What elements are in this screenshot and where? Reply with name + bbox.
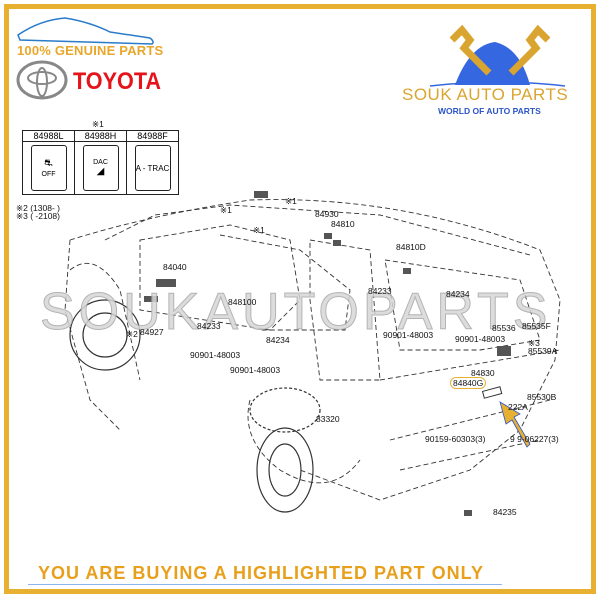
part-label: 85539A [528, 346, 558, 356]
switch-label: A - TRAC [135, 163, 170, 173]
switch-label: DAC [93, 159, 108, 166]
switch-off: ⛐ OFF [30, 145, 67, 191]
part-label: 84233 [368, 286, 392, 296]
part-label: 848100 [228, 297, 257, 307]
note: ※2 (1308- ) [16, 203, 60, 213]
switch-table: 84988L 84988H 84988F ⛐ OFF DAC◢ A - TRAC [22, 130, 179, 195]
switch-atrac: A - TRAC [134, 145, 171, 191]
roof-mark: ※1 [285, 196, 297, 206]
footer-underline [28, 584, 502, 585]
genuine-parts-text: 100% GENUINE PARTS [17, 43, 164, 58]
switch-label: OFF [41, 171, 56, 178]
switch-dac: DAC◢ [82, 145, 119, 191]
toyota-emblem-icon [16, 60, 68, 100]
part-label: 90901-48003 [190, 350, 241, 360]
part-label: 83320 [316, 414, 340, 424]
part-number: 84988H [74, 130, 127, 142]
roof-mark: ※1 [220, 205, 232, 215]
part-label: 85530B [527, 392, 557, 402]
brand-name: TOYOTA [73, 68, 162, 95]
part-label: 85536 [492, 323, 516, 333]
part-label: 84830 [471, 368, 495, 378]
footer-notice: YOU ARE BUYING A HIGHLIGHTED PART ONLY [38, 563, 485, 583]
part-label: 90901-48003 [230, 365, 281, 375]
part-label: 85535F [522, 321, 551, 331]
highlight-arrow-icon [499, 401, 531, 448]
souk-logo-icon [429, 24, 566, 87]
part-label: 84930 [315, 209, 339, 219]
store-name: SOUK AUTO PARTS [402, 85, 569, 104]
note: ※3 ( -2108) [16, 211, 60, 221]
part-label: 84927 [140, 327, 164, 337]
part-number: 84988L [22, 130, 75, 142]
car-logo-icon [17, 17, 154, 45]
store-tagline: WORLD OF AUTO PARTS [438, 106, 541, 116]
gold-frame [4, 4, 596, 594]
roof-mark: ※1 [253, 225, 265, 235]
descent-icon: ◢ [96, 166, 105, 177]
table-mark: ※1 [92, 119, 104, 129]
part-label: 9 9-06227(3) [510, 434, 559, 444]
highlighted-part-label: 84840G [450, 377, 487, 389]
part-label: 84040 [163, 262, 187, 272]
part-label: 90901-48003 [455, 334, 506, 344]
part-label: 90159-60303(3) [425, 434, 486, 444]
part-number: 84988F [126, 130, 179, 142]
part-label: 84234 [266, 335, 290, 345]
part-label: 84235 [493, 507, 517, 517]
traction-icon: ⛐ [44, 158, 53, 169]
part-label: 84810 [331, 219, 355, 229]
part-label: 84233 [197, 321, 221, 331]
part-label: 84234 [446, 289, 470, 299]
part-mark: ※3 [528, 338, 540, 348]
watermark: SOUKAUTOPARTS [39, 283, 552, 342]
part-label: 84810D [396, 242, 426, 252]
part-mark: ※2 [126, 329, 138, 339]
part-label: 90901-48003 [383, 330, 434, 340]
part-label: 222A [508, 402, 528, 412]
